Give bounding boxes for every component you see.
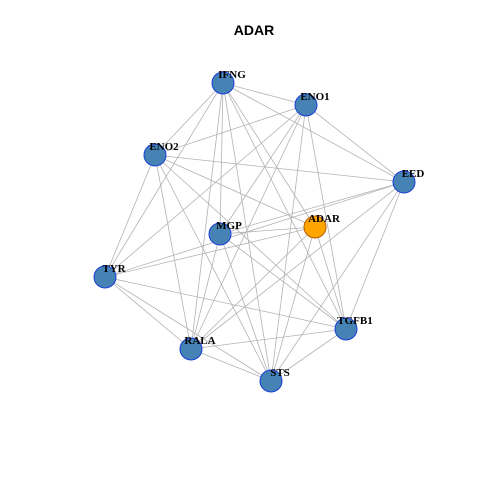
edge-ifng-rala bbox=[190, 82, 224, 350]
edge-eed-tyr bbox=[104, 181, 405, 278]
edge-eno1-mgp bbox=[219, 104, 307, 235]
node-sts bbox=[259, 369, 283, 393]
node-rala bbox=[179, 337, 203, 361]
node-eno1 bbox=[294, 93, 318, 117]
edge-eno1-sts bbox=[270, 104, 307, 382]
edge-rala-tgfb1 bbox=[190, 328, 347, 350]
edge-tyr-rala bbox=[104, 276, 192, 350]
edge-ifng-eed bbox=[222, 82, 405, 183]
edge-eno2-rala bbox=[154, 154, 192, 350]
node-eno2 bbox=[143, 143, 167, 167]
edge-ifng-eno1 bbox=[222, 82, 307, 106]
edge-eed-mgp bbox=[219, 181, 405, 235]
edge-eed-sts bbox=[270, 181, 405, 382]
edge-ifng-mgp bbox=[219, 82, 224, 235]
node-tgfb1 bbox=[334, 317, 358, 341]
node-adar bbox=[303, 215, 327, 239]
edge-mgp-rala bbox=[190, 233, 221, 350]
nodes-layer bbox=[93, 71, 416, 393]
edge-eno1-eed bbox=[305, 104, 405, 183]
node-eed bbox=[392, 170, 416, 194]
edge-ifng-adar bbox=[222, 82, 316, 228]
edge-eno2-tyr bbox=[104, 154, 156, 278]
node-mgp bbox=[208, 222, 232, 246]
node-label-mgp: MGP bbox=[216, 220, 242, 232]
node-ifng bbox=[211, 71, 235, 95]
edge-eno1-tyr bbox=[104, 104, 307, 278]
edge-adar-tgfb1 bbox=[314, 226, 347, 330]
edge-eno2-eed bbox=[154, 154, 405, 183]
edge-eno1-rala bbox=[190, 104, 307, 350]
edge-ifng-tyr bbox=[104, 82, 224, 278]
edge-mgp-tgfb1 bbox=[219, 233, 347, 330]
graph-title: ADAR bbox=[234, 22, 274, 38]
edge-tyr-sts bbox=[104, 276, 272, 382]
node-label-eno2: ENO2 bbox=[149, 141, 179, 153]
edge-tgfb1-sts bbox=[270, 328, 347, 382]
node-label-tyr: TYR bbox=[102, 263, 126, 275]
node-label-rala: RALA bbox=[184, 335, 215, 347]
node-label-eed: EED bbox=[402, 168, 425, 180]
edge-eed-rala bbox=[190, 181, 405, 350]
edge-rala-sts bbox=[190, 348, 272, 382]
edges-layer bbox=[104, 82, 405, 382]
node-label-adar: ADAR bbox=[308, 213, 341, 225]
edge-eno1-eno2 bbox=[154, 104, 307, 156]
node-label-ifng: IFNG bbox=[218, 69, 246, 81]
node-tyr bbox=[93, 265, 117, 289]
node-label-eno1: ENO1 bbox=[300, 91, 329, 103]
node-label-sts: STS bbox=[270, 367, 290, 379]
node-label-tgfb1: TGFB1 bbox=[337, 315, 372, 327]
edge-ifng-tgfb1 bbox=[222, 82, 347, 330]
edge-ifng-eno2 bbox=[154, 82, 224, 156]
edge-eed-tgfb1 bbox=[345, 181, 405, 330]
edge-adar-tyr bbox=[104, 226, 316, 278]
edge-adar-mgp bbox=[219, 226, 316, 235]
edge-adar-rala bbox=[190, 226, 316, 350]
edge-eno2-sts bbox=[154, 154, 272, 382]
edge-tyr-tgfb1 bbox=[104, 276, 347, 330]
edge-eno1-tgfb1 bbox=[305, 104, 347, 330]
edge-adar-sts bbox=[270, 226, 316, 382]
